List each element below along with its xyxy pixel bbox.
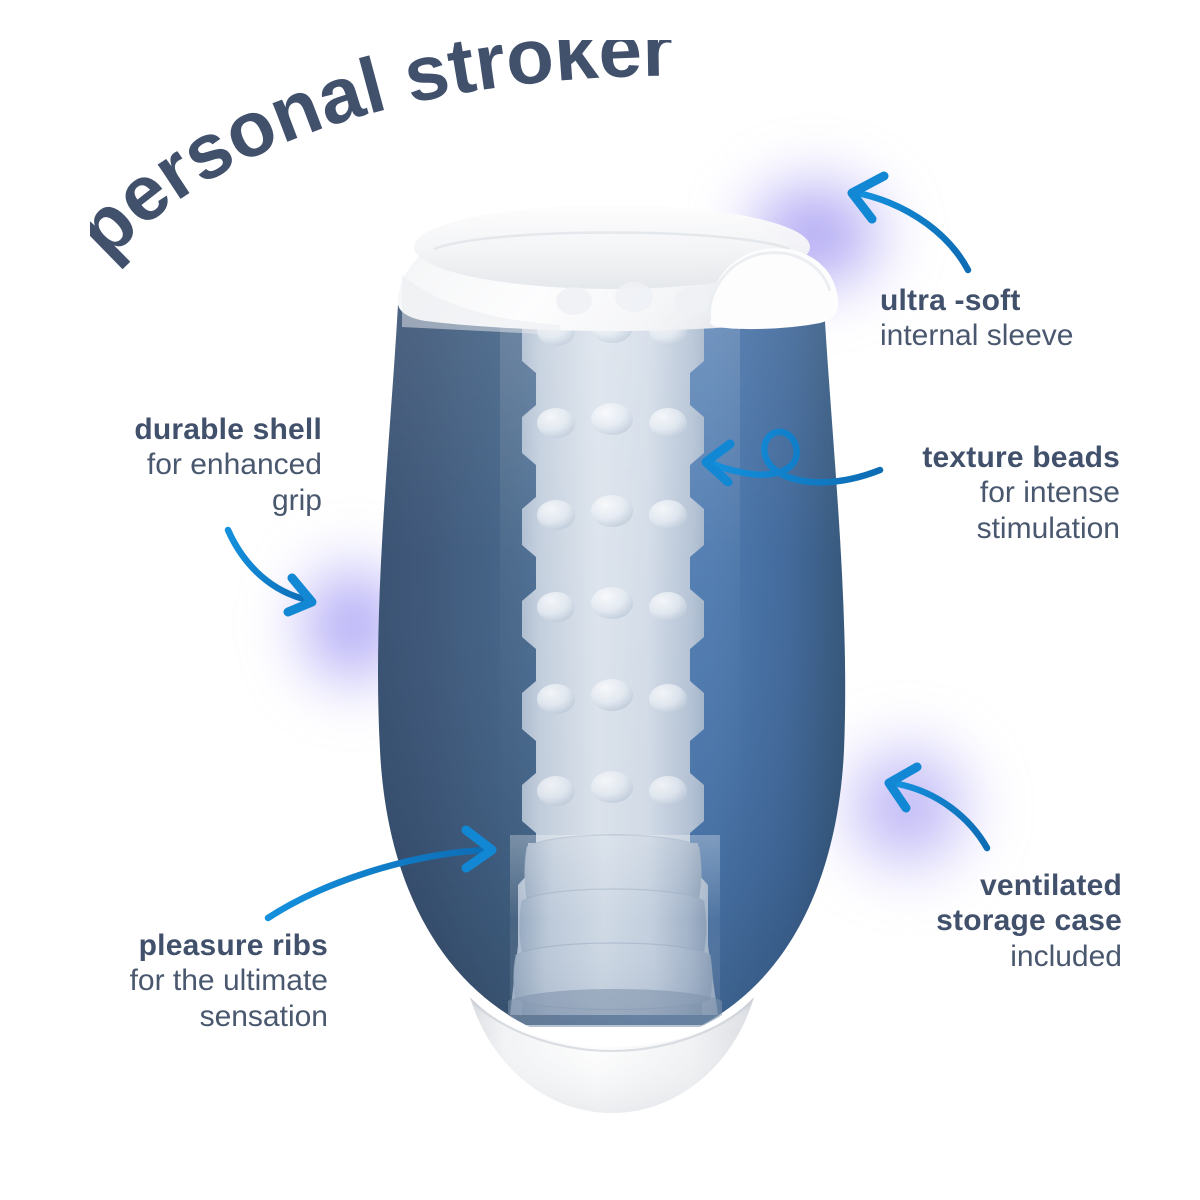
callout-texture-beads: texture beads for intense stimulation <box>860 440 1120 546</box>
callout-ventilated-lead-line2: storage case <box>936 904 1122 938</box>
callout-pleasure-ribs-sub-line2: sensation <box>199 999 328 1033</box>
textured-bead-sleeve <box>500 305 740 1027</box>
product-image <box>350 185 870 1135</box>
curved-arrow-up-left-icon-2 <box>884 762 991 852</box>
callout-ultra-soft: ultra -soft internal sleeve <box>880 283 1180 354</box>
callout-ultra-soft-sub: internal sleeve <box>880 319 1074 353</box>
callout-durable-shell-sub-line1: for enhanced <box>146 448 322 482</box>
callout-durable-shell: durable shell for enhanced grip <box>60 412 322 518</box>
white-base-cup <box>470 997 754 1113</box>
raised-thumb-tab <box>707 248 839 330</box>
callout-texture-beads-lead: texture beads <box>922 441 1120 474</box>
curved-arrow-down-right-icon <box>224 526 317 617</box>
callout-pleasure-ribs-sub-line1: for the ultimate <box>129 964 328 998</box>
callout-pleasure-ribs: pleasure ribs for the ultimate sensation <box>50 928 328 1034</box>
callout-durable-shell-lead: durable shell <box>134 413 322 446</box>
callout-texture-beads-sub-line2: stimulation <box>976 511 1120 545</box>
callout-ultra-soft-lead: ultra -soft <box>880 284 1021 317</box>
callout-ventilated-storage-case: ventilated storage case included <box>860 868 1122 974</box>
callout-ventilated-sub: included <box>1010 939 1122 973</box>
callout-durable-shell-sub-line2: grip <box>271 483 322 517</box>
callout-ventilated-lead-line1: ventilated <box>979 869 1122 902</box>
callout-pleasure-ribs-lead: pleasure ribs <box>138 929 328 962</box>
callout-texture-beads-sub-line1: for intense <box>979 476 1120 510</box>
